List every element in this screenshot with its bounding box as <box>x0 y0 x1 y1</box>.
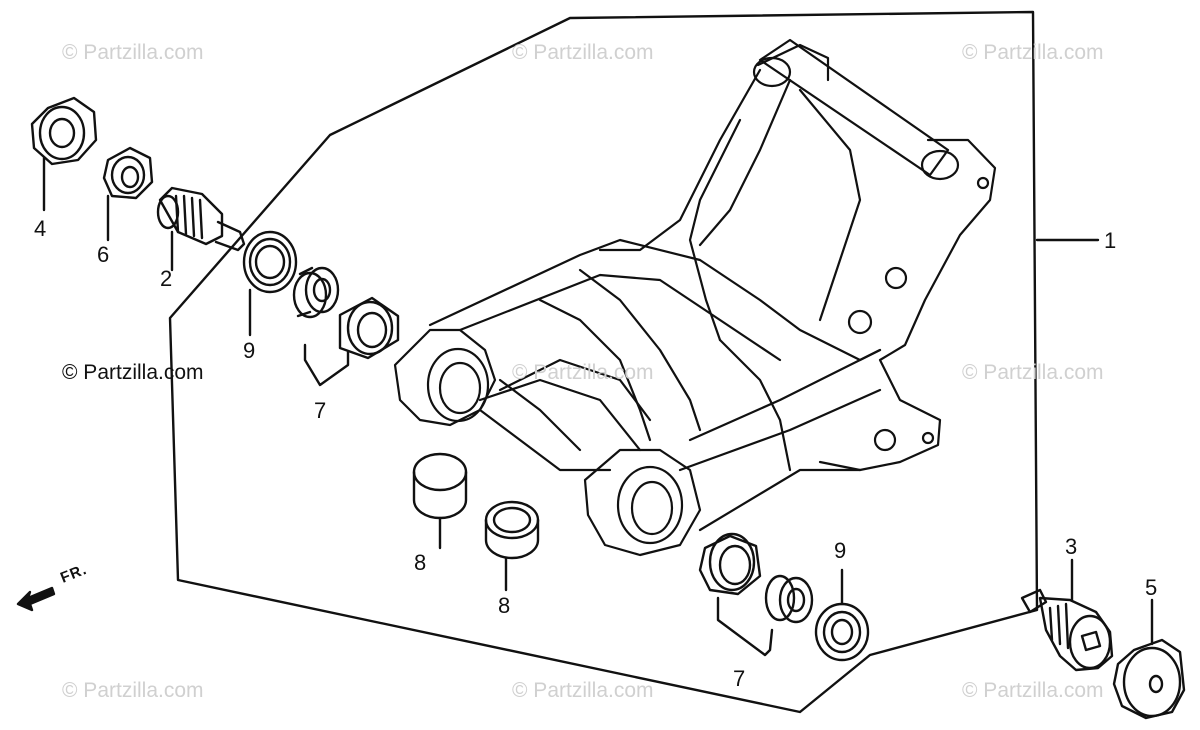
swing-arm <box>393 38 997 557</box>
leader-7-right <box>716 596 774 657</box>
callout-7-left: 7 <box>314 398 327 423</box>
callout-4: 4 <box>34 216 47 241</box>
callout-2: 2 <box>160 266 173 291</box>
part-7-race-left <box>338 296 400 360</box>
callout-9-left: 9 <box>243 338 256 363</box>
callout-7-right: 7 <box>733 666 746 691</box>
part-5-cap <box>1112 598 1186 720</box>
watermark: © Partzilla.com <box>512 361 654 384</box>
watermark: © Partzilla.com <box>62 679 204 702</box>
watermark: © Partzilla.com <box>962 41 1104 64</box>
leader-7-left <box>303 343 350 387</box>
part-3-adjust-bolt <box>1020 558 1114 672</box>
callout-6: 6 <box>97 242 110 267</box>
part-8-sleeve-upper <box>412 452 468 550</box>
callout-3: 3 <box>1065 534 1078 559</box>
watermark: © Partzilla.com <box>62 41 204 64</box>
callout-1: 1 <box>1104 228 1117 253</box>
callout-9-right: 9 <box>834 538 847 563</box>
part-4-nut <box>30 96 98 212</box>
part-6-washer <box>102 146 154 242</box>
assembly-boundary <box>168 10 1039 714</box>
watermark: © Partzilla.com <box>512 679 654 702</box>
watermark: © Partzilla.com <box>962 679 1104 702</box>
watermark: © Partzilla.com <box>512 41 654 64</box>
callout-8-lower: 8 <box>498 593 511 618</box>
part-7-race-right <box>698 532 762 596</box>
front-arrow <box>16 586 56 612</box>
part-8-sleeve-lower <box>484 500 540 592</box>
part-7-bearing-right <box>764 574 814 624</box>
part-2-bolt <box>156 186 246 272</box>
callout-8-upper: 8 <box>414 550 427 575</box>
part-9-seal-left <box>242 230 298 337</box>
watermark-copyright: © Partzilla.com <box>62 361 204 384</box>
part-9-seal-right <box>814 568 870 662</box>
watermark: © Partzilla.com <box>962 361 1104 384</box>
callout-5: 5 <box>1145 575 1158 600</box>
part-7-bearing-left <box>292 266 340 319</box>
